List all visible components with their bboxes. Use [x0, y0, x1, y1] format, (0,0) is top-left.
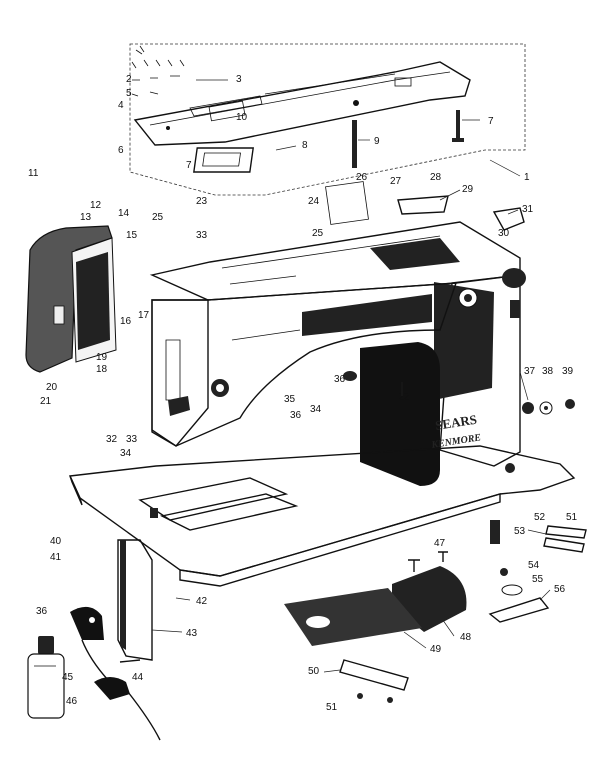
callout-51: 51 [326, 702, 338, 713]
callout-5: 5 [126, 88, 132, 99]
callout-54: 54 [528, 560, 540, 571]
callout-33: 33 [196, 230, 208, 241]
callout-36b: 36 [334, 374, 346, 385]
callout-45: 45 [62, 672, 74, 683]
callout-labels: 3 10 4 5 2 6 7 7 8 9 1 11 12 13 14 15 16… [28, 74, 578, 713]
callout-4: 4 [118, 100, 124, 111]
callout-34b: 34 [310, 404, 322, 415]
callout-13: 13 [80, 212, 92, 223]
callout-25b: 25 [312, 228, 324, 239]
callout-55: 55 [532, 574, 544, 585]
callout-42: 42 [196, 596, 208, 607]
callout-37: 37 [524, 366, 536, 377]
callout-51b: 51 [566, 512, 578, 523]
callout-49: 49 [430, 644, 442, 655]
callout-48: 48 [460, 632, 472, 643]
callout-27: 27 [390, 176, 402, 187]
callout-47: 47 [434, 538, 446, 549]
callout-2: 2 [126, 74, 132, 85]
callout-3: 3 [236, 74, 242, 85]
callout-31: 31 [522, 204, 534, 215]
callout-1: 1 [524, 172, 530, 183]
top-cover-assembly [129, 43, 526, 196]
bottom-parts [27, 399, 587, 741]
callout-22: 22 [398, 392, 410, 403]
callout-9: 9 [374, 136, 380, 147]
callout-14: 14 [118, 208, 130, 219]
brand-sears: SEARS [434, 412, 478, 433]
callout-35: 35 [284, 394, 296, 405]
face-plate-cover [25, 225, 117, 373]
leader-lines [151, 79, 551, 673]
callout-41: 41 [50, 552, 62, 563]
callout-10: 10 [236, 112, 248, 123]
callout-12: 12 [90, 200, 102, 211]
callout-40: 40 [50, 536, 62, 547]
callout-53: 53 [514, 526, 526, 537]
callout-50: 50 [308, 666, 320, 677]
callout-21: 21 [40, 396, 52, 407]
callout-38: 38 [542, 366, 554, 377]
callout-15: 15 [126, 230, 138, 241]
callout-7: 7 [488, 116, 494, 127]
callout-43: 43 [186, 628, 198, 639]
callout-23: 23 [196, 196, 208, 207]
callout-19: 19 [96, 352, 108, 363]
callout-39: 39 [562, 366, 574, 377]
machine-head: SEARS KENMORE [149, 181, 526, 486]
callout-44: 44 [132, 672, 144, 683]
callout-36: 36 [290, 410, 302, 421]
callout-11: 11 [28, 168, 39, 179]
callout-30: 30 [498, 228, 510, 239]
callout-29: 29 [462, 184, 474, 195]
callout-17: 17 [138, 310, 150, 321]
callout-36c: 36 [36, 606, 48, 617]
callout-18: 18 [96, 364, 108, 375]
callout-20: 20 [46, 382, 58, 393]
callout-46: 46 [66, 696, 78, 707]
callout-33b: 33 [126, 434, 138, 445]
callout-16: 16 [120, 316, 132, 327]
callout-24: 24 [308, 196, 320, 207]
callout-25: 25 [152, 212, 164, 223]
callout-32: 32 [106, 434, 118, 445]
callout-56: 56 [554, 584, 566, 595]
callout-8: 8 [302, 140, 308, 151]
callout-34: 34 [120, 448, 132, 459]
callout-7b: 7 [186, 160, 192, 171]
callout-26: 26 [356, 172, 368, 183]
base-plate [68, 445, 576, 587]
callout-6: 6 [118, 145, 124, 156]
callout-28: 28 [430, 172, 442, 183]
callout-52: 52 [534, 512, 546, 523]
